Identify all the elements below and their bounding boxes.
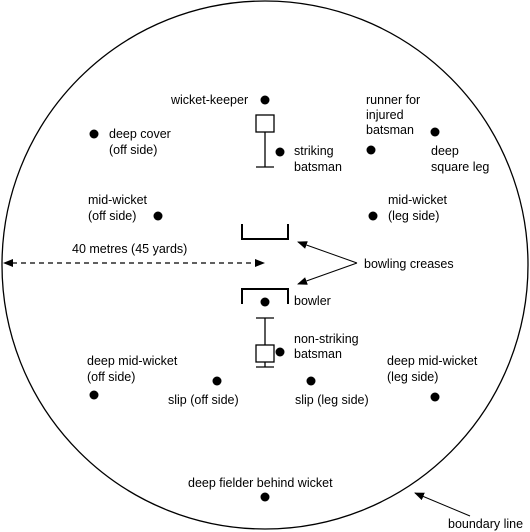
striking-batsman-label-line1: striking (294, 144, 334, 158)
slip-off-marker (212, 376, 222, 386)
distance-arrowhead-right (255, 259, 265, 267)
boundary-line-label: boundary line (448, 517, 523, 531)
mid-wicket-off-label-line1: mid-wicket (88, 193, 148, 207)
deep-square-leg-label-line1: deep (431, 144, 459, 158)
deep-cover-label-line1: deep cover (109, 127, 171, 141)
runner-label-line3: batsman (366, 123, 414, 137)
top-wicket (255, 114, 275, 168)
bottom-wicket (255, 317, 275, 368)
deep-fielder-behind-label: deep fielder behind wicket (188, 476, 333, 490)
deep-mid-wicket-off-label-line1: deep mid-wicket (87, 354, 178, 368)
slip-leg-marker (306, 376, 316, 386)
slip-off-label: slip (off side) (168, 393, 239, 407)
lower-bowling-crease (241, 288, 289, 304)
non-striking-batsman-label-line1: non-striking (294, 332, 359, 346)
distance-label: 40 metres (45 yards) (72, 242, 187, 256)
deep-mid-wicket-off-label-line2: (off side) (87, 370, 135, 384)
wicket-keeper-marker (260, 95, 270, 105)
upper-bowling-crease (241, 224, 289, 240)
deep-cover-marker (89, 129, 99, 139)
runner-label-line1: runner for (366, 93, 420, 107)
deep-cover-label-line2: (off side) (109, 143, 157, 157)
mid-wicket-off-marker (153, 211, 163, 221)
crease-arrow-lower (297, 262, 358, 285)
deep-mid-wicket-off-marker (89, 390, 99, 400)
wicket-keeper-label: wicket-keeper (170, 93, 248, 107)
mid-wicket-off-label-line2: (off side) (88, 209, 136, 223)
deep-square-leg-marker (430, 127, 440, 137)
deep-mid-wicket-leg-marker (430, 392, 440, 402)
bowler-marker (260, 297, 270, 307)
deep-mid-wicket-leg-label-line2: (leg side) (387, 370, 438, 384)
player-markers (89, 95, 440, 502)
deep-mid-wicket-leg-label-line1: deep mid-wicket (387, 354, 478, 368)
deep-fielder-behind-marker (260, 492, 270, 502)
boundary-line-arrow (414, 492, 471, 517)
bowling-creases-label: bowling creases (364, 257, 454, 271)
striking-batsman-marker (275, 147, 285, 157)
distance-arrowhead-left (3, 259, 13, 267)
runner-label-line2: injured (366, 108, 404, 122)
striking-batsman-label-line2: batsman (294, 160, 342, 174)
deep-square-leg-label-line2: square leg (431, 160, 489, 174)
crease-arrow-upper (297, 241, 358, 264)
non-striking-batsman-label-line2: batsman (294, 347, 342, 361)
mid-wicket-leg-label-line1: mid-wicket (388, 193, 448, 207)
bowler-label: bowler (294, 294, 331, 308)
runner-marker (366, 145, 376, 155)
slip-leg-label: slip (leg side) (295, 393, 369, 407)
non-striking-batsman-marker (275, 347, 285, 357)
mid-wicket-leg-marker (368, 211, 378, 221)
mid-wicket-leg-label-line2: (leg side) (388, 209, 439, 223)
